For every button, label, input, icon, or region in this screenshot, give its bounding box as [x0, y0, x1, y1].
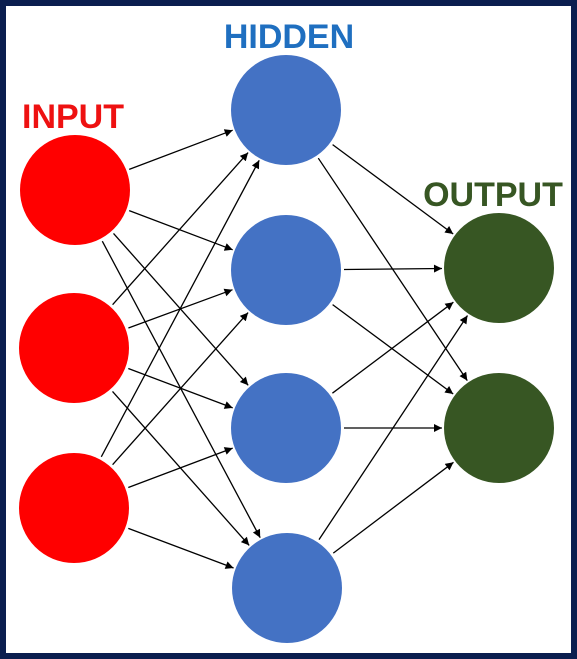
edge-input-2-to-hidden-1	[112, 152, 249, 306]
output-node-2	[444, 373, 554, 483]
input-node-2	[19, 293, 129, 403]
hidden-node-4	[232, 533, 342, 643]
edge-hidden-2-to-output-2	[332, 304, 454, 395]
edge-hidden-1-to-output-1	[332, 144, 454, 235]
edge-input-3-to-hidden-1	[100, 159, 260, 458]
hidden-layer-label: HIDDEN	[224, 18, 354, 56]
input-node-1	[20, 135, 130, 245]
edge-input-2-to-hidden-4	[112, 390, 250, 546]
edge-hidden-2-to-output-1	[343, 264, 443, 273]
edge-hidden-4-to-output-2	[332, 461, 454, 554]
hidden-node-3	[231, 373, 341, 483]
hidden-node-1	[231, 55, 341, 165]
input-layer-label: INPUT	[22, 98, 124, 136]
output-layer-label: OUTPUT	[423, 176, 563, 214]
edge-input-3-to-hidden-3	[128, 447, 233, 489]
edge-hidden-3-to-output-1	[332, 301, 454, 394]
edge-input-3-to-hidden-4	[128, 527, 234, 569]
connections	[100, 129, 469, 569]
output-node-1	[444, 213, 554, 323]
input-node-3	[19, 453, 129, 563]
nodes	[19, 55, 554, 643]
edge-input-1-to-hidden-1	[128, 129, 233, 171]
edge-hidden-4-to-output-1	[318, 315, 469, 540]
edge-input-3-to-hidden-2	[112, 312, 249, 466]
edge-input-1-to-hidden-4	[101, 240, 261, 539]
hidden-node-2	[231, 215, 341, 325]
